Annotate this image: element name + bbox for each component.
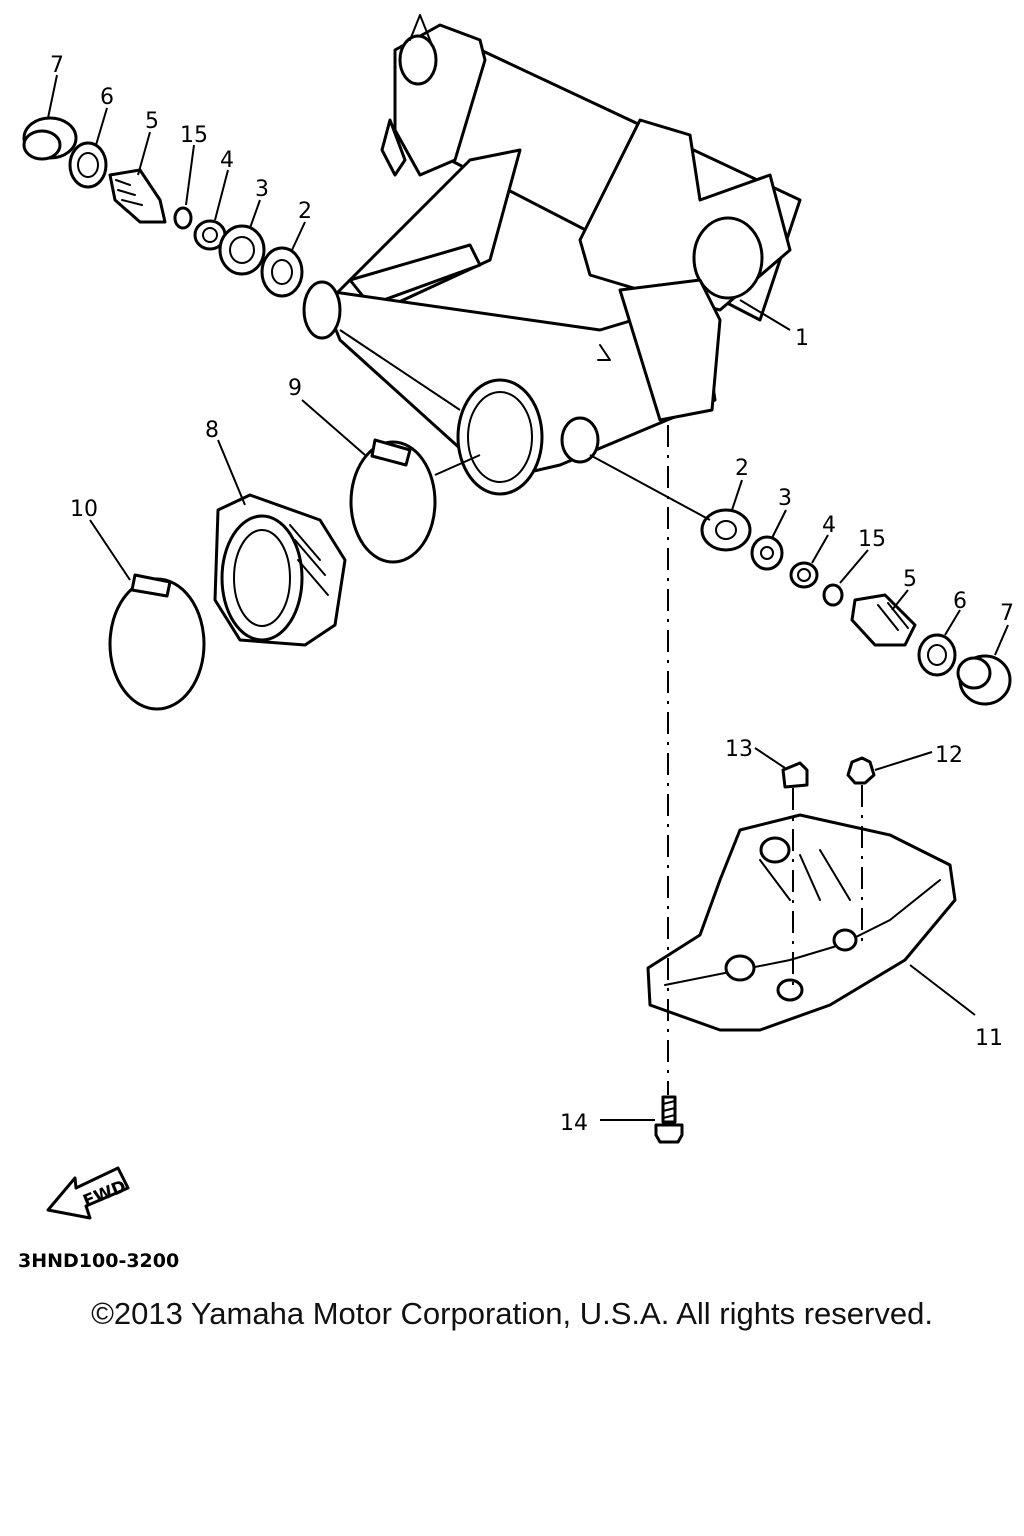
callout-11: 11 — [975, 1026, 1003, 1051]
callout-2-left: 2 — [298, 199, 312, 224]
swingarm — [302, 14, 802, 496]
callout-5-left: 5 — [145, 109, 159, 134]
callout-13: 13 — [725, 737, 753, 762]
drawing-code: 3HND100-3200 — [18, 1250, 179, 1272]
callout-10: 10 — [70, 497, 98, 522]
callout-7-left: 7 — [50, 53, 64, 78]
callout-6-right: 6 — [953, 589, 967, 614]
swingarm-guard — [646, 813, 957, 1032]
fwd-arrow-icon: FWD — [46, 1166, 130, 1220]
grommet — [846, 756, 876, 785]
callout-15-right: 15 — [858, 527, 886, 552]
lock-nut-left — [68, 141, 108, 189]
o-ring-left — [173, 206, 193, 230]
rubber-boot — [213, 493, 347, 647]
pivot-shaft-left — [108, 168, 167, 224]
leader-lines — [47, 74, 1009, 1121]
callout-2-right: 2 — [735, 456, 749, 481]
alignment-lines — [667, 425, 863, 1095]
o-ring-right — [822, 583, 844, 607]
callout-9: 9 — [288, 376, 302, 401]
callout-4-left: 4 — [220, 148, 234, 173]
callout-3-left: 3 — [255, 177, 269, 202]
boot-band-large — [349, 438, 437, 564]
callout-8: 8 — [205, 418, 219, 443]
copyright-notice: ©2013 Yamaha Motor Corporation, U.S.A. A… — [91, 1296, 933, 1331]
callout-3-right: 3 — [778, 486, 792, 511]
lock-nut-right — [917, 633, 957, 677]
seal-right — [700, 508, 752, 552]
boot-band-small — [108, 573, 206, 711]
callout-4-right: 4 — [822, 513, 836, 538]
rubber-plug — [781, 761, 809, 789]
callout-6-left: 6 — [100, 85, 114, 110]
seal-left — [260, 246, 304, 298]
washer-right — [789, 561, 819, 589]
callout-1: 1 — [795, 326, 809, 351]
pivot-cap-right — [956, 654, 1012, 706]
bearing-left — [218, 224, 266, 276]
callout-labels: 7 6 5 15 4 3 2 1 2 3 4 15 5 6 7 8 9 10 1… — [50, 53, 1014, 1136]
pivot-shaft-right — [850, 593, 917, 647]
bearing-right — [750, 535, 784, 571]
callout-14: 14 — [560, 1111, 588, 1136]
callout-12: 12 — [935, 743, 963, 768]
callout-7-right: 7 — [1000, 601, 1014, 626]
bolt — [654, 1095, 684, 1144]
pivot-cap-left — [22, 116, 78, 161]
callout-5-right: 5 — [903, 567, 917, 592]
callout-15-left: 15 — [180, 123, 208, 148]
